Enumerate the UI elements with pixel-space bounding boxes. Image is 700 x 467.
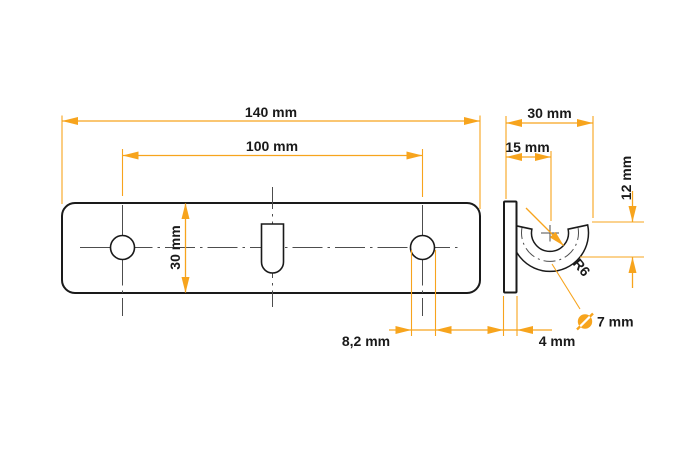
center-slot xyxy=(260,223,285,274)
front-view xyxy=(61,187,481,316)
label-plate-thickness: 4 mm xyxy=(539,333,576,349)
diameter-symbol-icon xyxy=(576,312,594,331)
label-hook-drop: 12 mm xyxy=(618,156,634,200)
hook-right-end-cap xyxy=(567,224,589,231)
label-total-width: 140 mm xyxy=(245,104,297,120)
label-hole-diameter: 8,2 mm xyxy=(342,333,390,349)
radius-leader xyxy=(525,207,564,246)
side-view xyxy=(503,200,590,294)
label-plate-height: 30 mm xyxy=(167,225,183,269)
label-rod-diameter: 7 mm xyxy=(597,314,634,330)
plate-side-outline xyxy=(503,200,518,294)
dimension-lines xyxy=(62,117,637,334)
right-hole xyxy=(409,234,436,261)
hook-rod-centerline xyxy=(521,226,579,262)
label-hook-offset: 15 mm xyxy=(505,139,549,155)
diameter-leader xyxy=(551,263,581,310)
dimension-labels: 140 mm 100 mm 30 mm 30 mm 15 mm 12 mm 8,… xyxy=(167,104,634,349)
label-hole-spacing: 100 mm xyxy=(246,138,298,154)
label-bracket-depth: 30 mm xyxy=(527,105,571,121)
left-hole xyxy=(109,234,136,261)
